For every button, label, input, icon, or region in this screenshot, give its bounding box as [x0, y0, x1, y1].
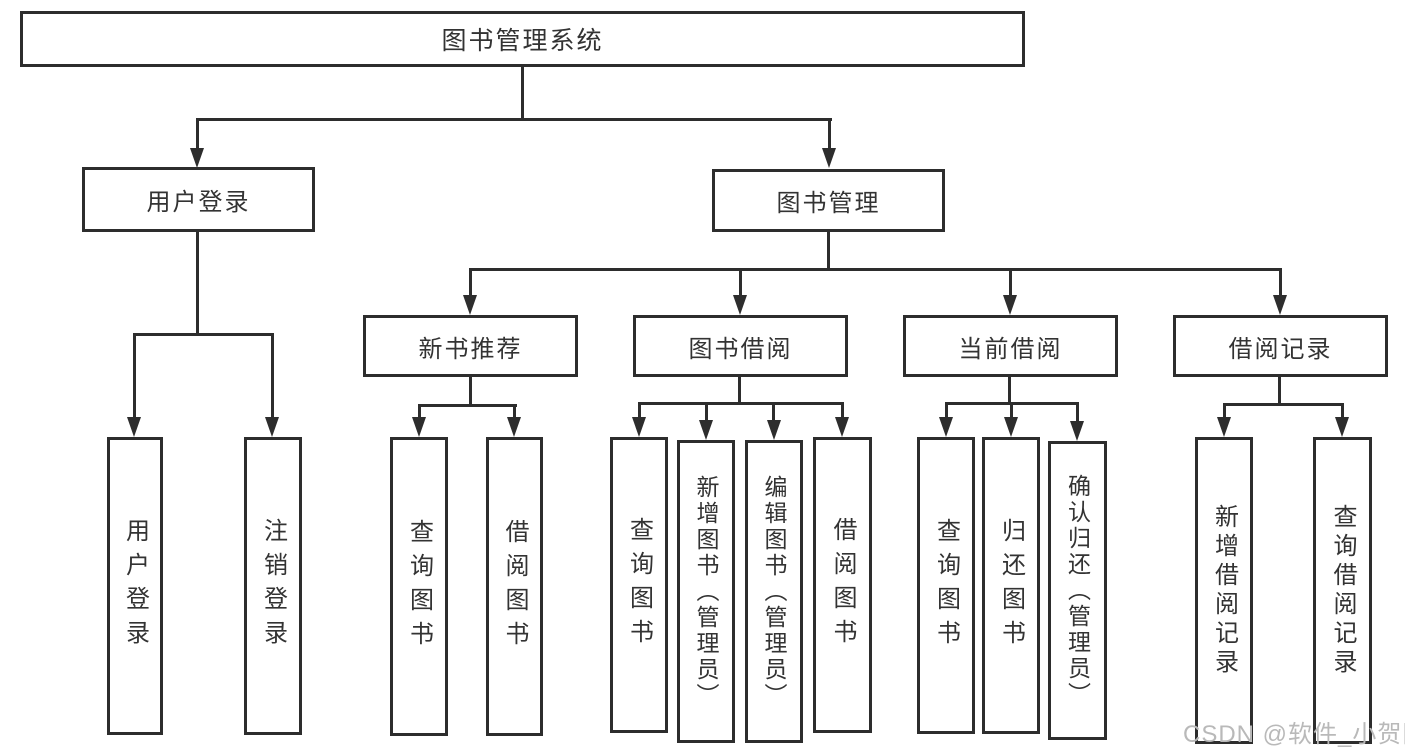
arrowhead-down-icon	[1070, 421, 1084, 441]
arrowhead-down-icon	[265, 417, 279, 437]
leaf-add-borrow-record: 新增借阅记录	[1195, 437, 1253, 744]
connector-line	[1223, 403, 1344, 406]
connector-line	[1279, 271, 1282, 295]
connector-line	[739, 271, 742, 295]
node-label: 用户登录	[121, 518, 149, 654]
node-label: 编辑图书（管理员）	[761, 474, 787, 709]
leaf-query-books-recommend: 查询图书	[390, 437, 448, 736]
connector-line	[945, 402, 1079, 405]
leaf-return-book: 归还图书	[982, 437, 1040, 734]
arrowhead-down-icon	[190, 148, 204, 168]
connector-line	[638, 405, 641, 417]
connector-line	[827, 232, 830, 270]
leaf-add-book-admin: 新增图书（管理员）	[677, 440, 735, 743]
connector-line	[521, 67, 524, 121]
connector-line	[1008, 377, 1011, 404]
node-borrow-records: 借阅记录	[1173, 315, 1388, 377]
node-current-borrow: 当前借阅	[903, 315, 1118, 377]
node-label: 图书管理系统	[441, 27, 604, 55]
node-label: 借阅图书	[501, 518, 528, 655]
connector-line	[133, 336, 136, 417]
connector-line	[945, 405, 948, 417]
node-label: 当前借阅	[958, 335, 1063, 363]
arrowhead-down-icon	[1004, 417, 1018, 437]
connector-line	[1223, 406, 1226, 417]
leaf-logout: 注销登录	[244, 437, 302, 735]
connector-line	[196, 121, 199, 148]
leaf-borrow-books-recommend: 借阅图书	[486, 437, 543, 736]
node-label: 查询借阅记录	[1329, 503, 1356, 678]
arrowhead-down-icon	[632, 417, 646, 437]
arrowhead-down-icon	[699, 420, 713, 440]
arrowhead-down-icon	[1217, 417, 1231, 437]
connector-line	[828, 121, 831, 148]
node-label: 归还图书	[997, 517, 1025, 654]
node-book-management: 图书管理	[712, 169, 945, 232]
node-label: 借阅图书	[829, 517, 856, 653]
connector-line	[196, 232, 199, 335]
node-label: 图书借阅	[688, 335, 793, 363]
connector-line	[1009, 271, 1012, 295]
arrowhead-down-icon	[127, 417, 141, 437]
arrowhead-down-icon	[835, 417, 849, 437]
arrowhead-down-icon	[733, 295, 747, 315]
connector-line	[705, 405, 708, 420]
connector-line	[1278, 377, 1281, 405]
node-label: 借阅记录	[1228, 335, 1333, 363]
arrowhead-down-icon	[1273, 295, 1287, 315]
leaf-query-books-current: 查询图书	[917, 437, 975, 734]
connector-line	[841, 405, 844, 417]
connector-line	[1341, 406, 1344, 417]
arrowhead-down-icon	[1335, 417, 1349, 437]
arrowhead-down-icon	[822, 148, 836, 168]
node-label: 新增借阅记录	[1210, 503, 1238, 678]
connector-line	[513, 407, 516, 417]
connector-line	[469, 377, 472, 406]
connector-line	[418, 404, 517, 407]
node-label: 查询图书	[932, 517, 960, 654]
leaf-query-books-borrow: 查询图书	[610, 437, 668, 733]
connector-line	[133, 333, 274, 336]
node-book-borrow: 图书借阅	[633, 315, 848, 377]
node-label: 图书管理	[776, 190, 881, 217]
connector-line	[1076, 405, 1079, 421]
leaf-edit-book-admin: 编辑图书（管理员）	[745, 440, 803, 743]
connector-line	[271, 336, 274, 417]
arrowhead-down-icon	[412, 417, 426, 437]
leaf-user-login: 用户登录	[107, 437, 163, 735]
connector-line	[418, 407, 421, 417]
arrowhead-down-icon	[1003, 295, 1017, 315]
node-user-login: 用户登录	[82, 167, 315, 232]
arrowhead-down-icon	[767, 420, 781, 440]
leaf-query-borrow-record: 查询借阅记录	[1313, 437, 1372, 744]
connector-line	[196, 118, 832, 121]
connector-line	[1010, 405, 1013, 417]
node-label: 新增图书（管理员）	[693, 474, 719, 709]
connector-line	[469, 268, 1282, 271]
node-label: 确认归还（管理员）	[1064, 473, 1091, 708]
node-label: 查询图书	[625, 517, 653, 653]
leaf-confirm-return-admin: 确认归还（管理员）	[1048, 441, 1107, 740]
connector-line	[772, 405, 775, 420]
node-library-system: 图书管理系统	[20, 11, 1025, 67]
connector-line	[738, 377, 741, 404]
arrowhead-down-icon	[463, 295, 477, 315]
node-label: 用户登录	[146, 189, 251, 216]
connector-line	[469, 271, 472, 295]
node-label: 查询图书	[405, 518, 433, 655]
leaf-borrow-books: 借阅图书	[813, 437, 872, 733]
connector-line	[638, 402, 844, 405]
node-label: 新书推荐	[418, 335, 523, 363]
arrowhead-down-icon	[507, 417, 521, 437]
csdn-watermark: CSDN @软件_小贺同学	[1183, 721, 1405, 747]
node-new-book-recommend: 新书推荐	[363, 315, 578, 377]
node-label: 注销登录	[259, 518, 287, 654]
arrowhead-down-icon	[939, 417, 953, 437]
